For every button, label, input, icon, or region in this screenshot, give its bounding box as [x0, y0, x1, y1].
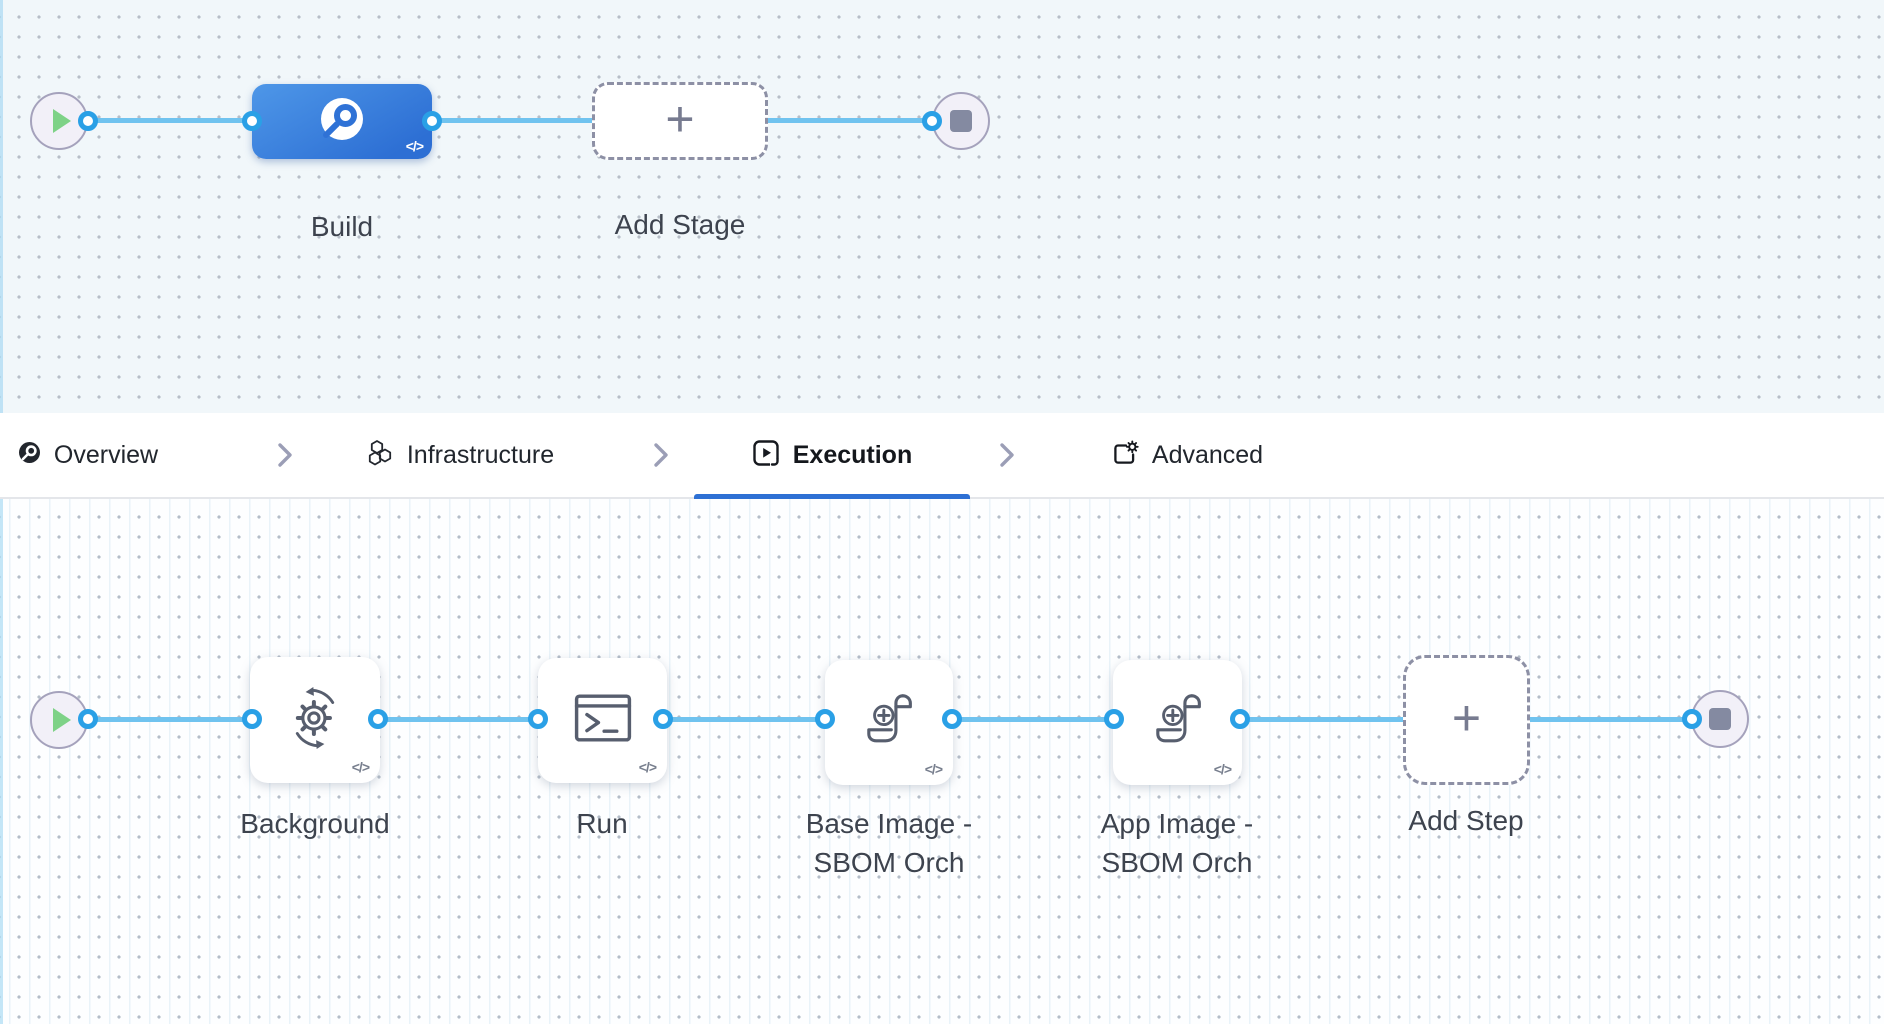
- step-label: Base Image - SBOM Orch: [805, 808, 973, 878]
- port[interactable]: [242, 111, 262, 131]
- infrastructure-icon: [364, 439, 394, 472]
- stage-canvas[interactable]: </> + Build Add Stage: [0, 0, 1884, 413]
- code-glyph: </>: [638, 759, 657, 775]
- plus-icon: +: [1451, 690, 1482, 746]
- stop-icon: [950, 110, 972, 132]
- canvas-edge: [0, 497, 3, 1024]
- chevron-right-icon: [652, 441, 670, 474]
- tab-infrastructure[interactable]: Infrastructure: [350, 413, 568, 497]
- port[interactable]: [78, 709, 98, 729]
- step-node-run[interactable]: </>: [538, 658, 667, 783]
- scroll-plus-icon: [1149, 690, 1207, 755]
- port[interactable]: [653, 709, 673, 729]
- add-step-label: Add Step: [1408, 805, 1524, 836]
- code-glyph: </>: [924, 761, 943, 777]
- canvas-edge: [0, 0, 3, 413]
- tab-label: Execution: [792, 440, 913, 469]
- play-icon: [52, 708, 71, 732]
- tab-label: Overview: [53, 440, 159, 469]
- play-icon: [52, 109, 71, 133]
- stage-label: Build: [310, 211, 374, 242]
- tab-execution[interactable]: Execution: [694, 413, 970, 497]
- plus-icon: +: [665, 91, 695, 147]
- step-node-base-image-sbom[interactable]: </>: [825, 660, 953, 785]
- port[interactable]: [922, 111, 942, 131]
- overview-icon: [18, 441, 41, 469]
- port[interactable]: [1230, 709, 1250, 729]
- stage-node-build[interactable]: </>: [252, 84, 432, 159]
- code-glyph: </>: [351, 759, 370, 775]
- port[interactable]: [1104, 709, 1124, 729]
- advanced-icon: [1111, 439, 1139, 472]
- port[interactable]: [78, 111, 98, 131]
- port[interactable]: [528, 709, 548, 729]
- step-node-app-image-sbom[interactable]: </>: [1113, 660, 1242, 785]
- pipeline-end-node[interactable]: [932, 92, 990, 150]
- port[interactable]: [815, 709, 835, 729]
- active-tab-underline: [694, 494, 970, 499]
- port[interactable]: [242, 709, 262, 729]
- chevron-right-icon: [998, 441, 1016, 474]
- port[interactable]: [1682, 709, 1702, 729]
- tab-label: Infrastructure: [406, 440, 555, 469]
- background-sync-icon: [284, 686, 346, 754]
- port[interactable]: [368, 709, 388, 729]
- code-glyph: </>: [405, 138, 424, 154]
- execution-canvas[interactable]: </> </>: [0, 497, 1884, 1024]
- add-stage-button[interactable]: +: [592, 82, 768, 160]
- execution-start-node[interactable]: [30, 691, 88, 749]
- tab-advanced[interactable]: Advanced: [1080, 413, 1294, 497]
- step-label: App Image - SBOM Orch: [1100, 808, 1254, 878]
- port[interactable]: [942, 709, 962, 729]
- stage-connector-line: [88, 118, 932, 123]
- terminal-icon: [572, 690, 634, 751]
- step-label: Background: [240, 808, 390, 839]
- stop-icon: [1709, 708, 1731, 730]
- execution-icon: [752, 439, 780, 472]
- add-step-button[interactable]: +: [1403, 655, 1530, 785]
- port[interactable]: [422, 111, 442, 131]
- ci-build-icon: [319, 96, 365, 147]
- scroll-plus-icon: [860, 690, 918, 755]
- chevron-right-icon: [276, 441, 294, 474]
- tab-overview[interactable]: Overview: [18, 413, 159, 497]
- code-glyph: </>: [1213, 761, 1232, 777]
- stage-tab-bar: Overview Infrastructure: [0, 413, 1884, 499]
- add-stage-label: Add Stage: [614, 209, 746, 240]
- step-label: Run: [576, 808, 628, 839]
- step-node-background[interactable]: </>: [250, 657, 380, 783]
- tab-label: Advanced: [1151, 440, 1264, 469]
